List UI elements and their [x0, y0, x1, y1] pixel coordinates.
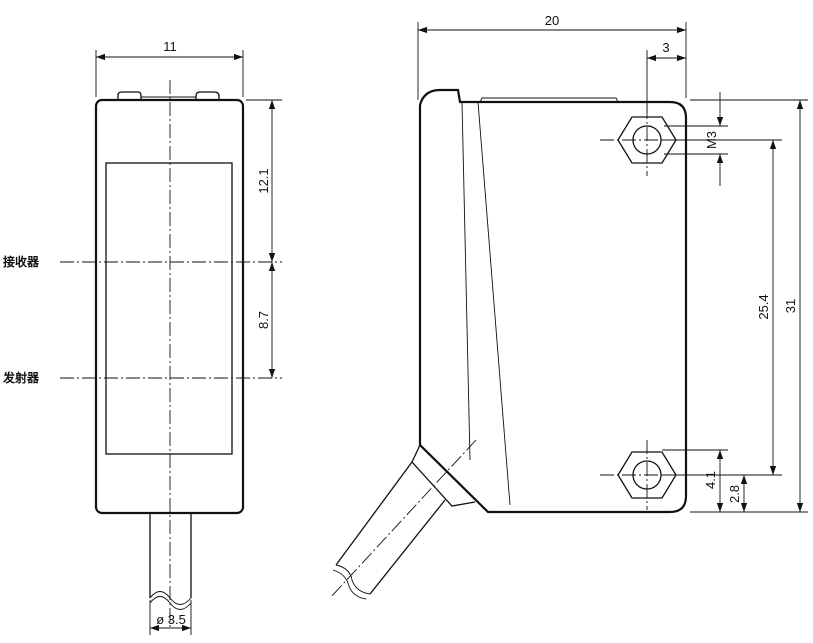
cable-centerline — [329, 439, 477, 599]
side-body-outline — [418, 88, 688, 514]
dim-bottom-offset-text: 2.8 — [727, 485, 742, 503]
dim-upper-height-text: 12.1 — [256, 168, 271, 193]
dim-thread: M3 — [664, 92, 728, 186]
dim-screw-offset: 3 — [646, 40, 686, 113]
dim-lower-height-text: 8.7 — [256, 311, 271, 329]
cable-front — [149, 513, 192, 610]
top-clip-left — [117, 91, 142, 100]
lens-window — [105, 162, 233, 455]
dim-total-length: 20 — [417, 13, 687, 100]
dim-front-width: 11 — [95, 39, 244, 97]
dim-cable-diameter-text: ø 3.5 — [156, 612, 186, 627]
dim-total-length-text: 20 — [545, 13, 559, 28]
side-view: 20 3 M3 25.4 31 — [329, 13, 808, 600]
top-rail — [479, 97, 619, 103]
cable-side — [329, 439, 477, 600]
dim-screw-offset-text: 3 — [662, 40, 669, 55]
dim-total-height: 31 — [690, 99, 808, 513]
dim-front-width-text: 11 — [163, 39, 177, 54]
dim-hole-spacing-text: 25.4 — [756, 294, 771, 319]
front-view: 接收器 发射器 11 12.1 8.7 ø 3.5 — [2, 39, 282, 635]
dim-lower-hole-offset-text: 4.1 — [703, 471, 718, 489]
dim-bottom-offset: 2.8 — [727, 475, 748, 512]
front-body-outline — [94, 98, 245, 515]
receiver-label: 接收器 — [3, 254, 40, 269]
face-line-2 — [477, 101, 511, 506]
emitter-label: 发射器 — [2, 370, 40, 385]
face-line-1 — [461, 101, 471, 461]
dim-total-height-text: 31 — [783, 299, 798, 313]
dim-cable-diameter: ø 3.5 — [149, 600, 192, 635]
top-clip-right — [195, 91, 220, 100]
dim-front-heights: 12.1 8.7 — [246, 99, 282, 378]
dim-hole-spacing: 25.4 — [662, 139, 782, 476]
upper-screw — [600, 105, 694, 176]
dim-lower-hole-offset: 4.1 — [662, 449, 728, 512]
